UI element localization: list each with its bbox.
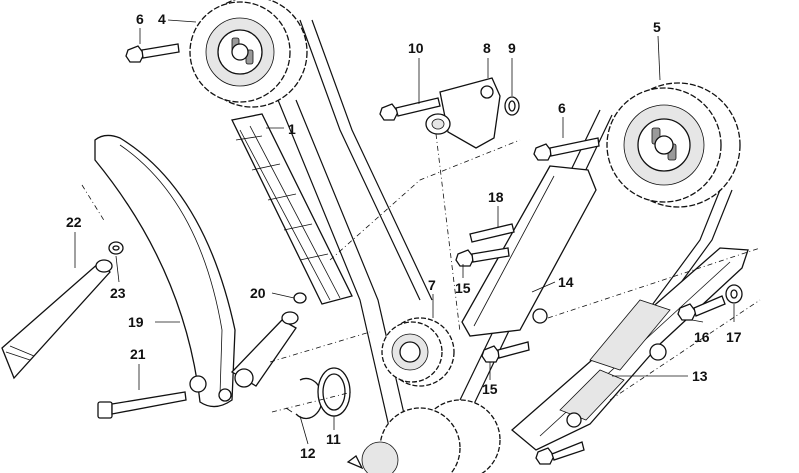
bolt-10 — [379, 97, 441, 121]
callout-21: 21 — [130, 346, 146, 362]
chain-tensioner-8 — [425, 77, 501, 149]
callout-18: 18 — [488, 189, 504, 205]
callout-15-lower: 15 — [482, 381, 498, 397]
idler-sprocket-7 — [381, 317, 455, 387]
callout-14: 14 — [558, 274, 574, 290]
tensioner-arm — [230, 311, 299, 388]
callout-17: 17 — [726, 329, 742, 345]
tensioner-rail — [94, 134, 236, 408]
washer-17 — [725, 284, 743, 304]
callout-10: 10 — [408, 40, 424, 56]
callout-13: 13 — [692, 368, 708, 384]
callout-20: 20 — [250, 285, 266, 301]
washer-20 — [293, 292, 307, 304]
callout-8: 8 — [483, 40, 491, 56]
callout-11: 11 — [326, 431, 341, 447]
callout-9: 9 — [508, 40, 516, 56]
callout-22: 22 — [66, 214, 82, 230]
callout-7: 7 — [428, 277, 436, 293]
leader-lines — [74, 19, 735, 445]
callout-6-right: 6 — [558, 100, 566, 116]
bolt-6-upper — [125, 43, 180, 63]
bolt-15-upper — [455, 247, 510, 267]
callout-labels: 6 4 1 5 6 10 8 9 18 7 15 14 15 13 16 17 … — [66, 11, 742, 461]
bolt-6-right — [533, 137, 600, 161]
washer-23 — [108, 241, 124, 255]
bolt-21 — [97, 391, 187, 419]
alignment-axes — [81, 133, 761, 413]
crankshaft-sprocket — [346, 399, 585, 473]
callout-4: 4 — [158, 11, 166, 27]
chain-segment — [231, 113, 353, 305]
callout-6-upper: 6 — [136, 11, 144, 27]
guide-rail-14 — [461, 165, 597, 337]
callout-16: 16 — [694, 329, 710, 345]
washer-9 — [504, 96, 520, 116]
callout-5: 5 — [653, 19, 661, 35]
chain-guide-13 — [510, 247, 749, 451]
tensioner-pin-22 — [1, 242, 123, 380]
callout-23: 23 — [110, 285, 126, 301]
callout-12: 12 — [300, 445, 316, 461]
callout-19: 19 — [128, 314, 144, 330]
callout-15-upper: 15 — [455, 280, 471, 296]
camshaft-sprocket-right — [606, 82, 741, 208]
seal-ring-11 — [317, 367, 351, 417]
camshaft-sprocket-left — [189, 0, 308, 108]
callout-1: 1 — [288, 121, 296, 137]
circlip-12 — [285, 377, 323, 420]
bolt-15-lower — [481, 341, 530, 363]
stud-18 — [469, 223, 515, 243]
